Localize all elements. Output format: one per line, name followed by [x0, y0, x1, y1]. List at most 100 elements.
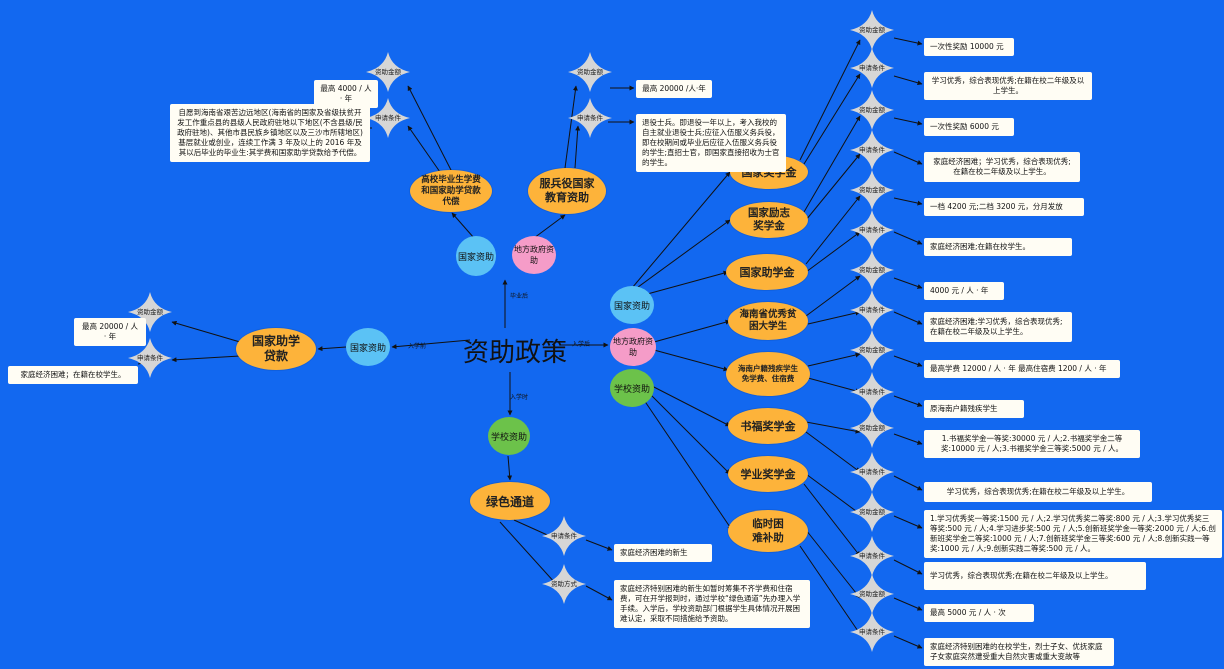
connector-24	[803, 115, 861, 213]
detail-shufu-condition: 学习优秀，综合表现优秀;在籍在校二年级及以上学生。	[924, 482, 1152, 502]
connector-14	[647, 391, 731, 475]
tag-shufu-amount-diamond: 资助金额	[850, 408, 894, 448]
detail-lizhi-amount: 一次性奖励 6000 元	[924, 118, 1014, 136]
connector-63	[585, 585, 613, 601]
tag-lvse-method-diamond: 资助方式	[542, 564, 586, 604]
category-difang-top: 地方政府资助	[512, 236, 556, 274]
detail-hainan-amount: 4000 元 / 人 · 年	[924, 282, 1004, 300]
edge-label-at-enroll: 入学时	[510, 394, 529, 401]
detail-canji-condition: 原海南户籍残疾学生	[924, 400, 1024, 418]
tag-lvse-condition-diamond: 申请条件	[542, 516, 586, 556]
tag-xueye-amount-diamond: 资助金额	[850, 492, 894, 532]
tag-jiangxue-amount-label: 资助金额	[859, 25, 885, 34]
tag-daikuan-amount-label: 资助金额	[137, 307, 163, 316]
connector-33	[805, 431, 861, 473]
tag-lizhi-condition-label: 申请条件	[859, 145, 885, 154]
detail-canji-amount: 最高学费 12000 / 人 · 年 最高住宿费 1200 / 人 · 年	[924, 360, 1120, 378]
connector-37	[799, 545, 861, 635]
connector-30	[807, 352, 861, 367]
detail-gaoxiao-condition: 自愿到海南省艰苦边远地区(海南省的国家及省级扶贫开发工作重点县的县级人民政府驻地…	[170, 104, 370, 162]
tag-jiangxue-amount-diamond: 资助金额	[850, 10, 894, 50]
detail-jiangxue-amount: 一次性奖励 10000 元	[924, 38, 1014, 56]
connector-31	[807, 377, 861, 394]
connector-52	[893, 277, 923, 289]
connector-22	[799, 39, 861, 161]
tag-linshi-condition-label: 申请条件	[859, 627, 885, 636]
connector-4	[451, 212, 475, 239]
tag-shufu-condition-diamond: 申请条件	[850, 452, 894, 492]
connector-60	[893, 597, 923, 611]
connector-11	[653, 319, 731, 343]
tag-linshi-amount-label: 资助金额	[859, 589, 885, 598]
detail-hainan-condition: 家庭经济困难;学习优秀，综合表现优秀;在籍在校二年级及以上学生。	[924, 312, 1072, 342]
connector-1	[391, 339, 471, 350]
tag-hainan-condition-diamond: 申请条件	[850, 290, 894, 330]
category-xuexiao-bottom: 学校资助	[488, 417, 530, 455]
edge-label-before-enroll: 入学前	[408, 343, 427, 350]
connector-25	[805, 153, 861, 221]
connector-46	[893, 37, 923, 46]
connector-53	[893, 311, 923, 325]
connector-18	[564, 85, 578, 169]
detail-zhuxue-amount: 一档 4200 元;二档 3200 元，分月发放	[924, 198, 1084, 216]
detail-lvse-method: 家庭经济特别困难的新生如暂时筹集不齐学费和住宿费，可在开学报到时，通过学校“绿色…	[614, 580, 810, 628]
connector-8	[631, 171, 731, 289]
program-zhuxue: 国家助学金	[726, 254, 808, 290]
tag-daikuan-amount-diamond: 资助金额	[128, 292, 172, 332]
tag-lvse-condition-label: 申请条件	[551, 531, 577, 540]
connector-5	[533, 214, 566, 239]
tag-canji-condition-diamond: 申请条件	[850, 372, 894, 412]
tag-shufu-condition-label: 申请条件	[859, 467, 885, 476]
tag-lizhi-amount-label: 资助金额	[859, 105, 885, 114]
tag-canji-amount-diamond: 资助金额	[850, 330, 894, 370]
detail-fubing-condition: 退役士兵。即退役一年以上，考入我校的自主就业退役士兵;应征入伍服义务兵役，即在校…	[636, 114, 786, 172]
detail-fubing-amount: 最高 20000 /人·年	[636, 80, 712, 98]
program-canji: 海南户籍残疾学生免学费、住宿费	[726, 352, 810, 396]
connector-49	[893, 151, 923, 165]
tag-gaoxiao-condition-label: 申请条件	[375, 113, 401, 122]
detail-linshi-amount: 最高 5000 元 / 人 · 次	[924, 604, 1034, 622]
tag-shufu-amount-label: 资助金额	[859, 423, 885, 432]
program-lizhi: 国家励志奖学金	[730, 202, 808, 238]
detail-shufu-amount: 1.书福奖学金一等奖:30000 元 / 人;2.书福奖学金二等奖:10000 …	[924, 430, 1140, 458]
tag-hainan-condition-label: 申请条件	[859, 305, 885, 314]
tag-jiangxue-condition-diamond: 申请条件	[850, 48, 894, 88]
center-topic: 资助政策	[462, 337, 567, 368]
tag-fubing-amount-label: 资助金额	[577, 67, 603, 76]
program-lvse: 绿色通道	[470, 482, 550, 520]
detail-daikuan-condition: 家庭经济困难；在籍在校学生。	[8, 366, 138, 384]
tag-lvse-method-label: 资助方式	[551, 579, 577, 588]
tag-linshi-amount-diamond: 资助金额	[850, 574, 894, 614]
connector-23	[803, 73, 861, 165]
tag-xueye-condition-label: 申请条件	[859, 551, 885, 560]
connector-28	[805, 275, 861, 317]
connector-34	[805, 473, 861, 515]
connector-35	[803, 483, 861, 557]
detail-lvse-condition: 家庭经济困难的新生	[614, 544, 712, 562]
category-difang-right: 地方政府资助	[610, 328, 656, 366]
tag-lizhi-condition-diamond: 申请条件	[850, 130, 894, 170]
tag-fubing-condition-diamond: 申请条件	[568, 98, 612, 138]
detail-lizhi-condition: 家庭经济困难；学习优秀，综合表现优秀;在籍在校二年级及以上学生。	[924, 152, 1080, 182]
connector-55	[893, 395, 923, 407]
detail-daikuan-amount: 最高 20000 / 人 · 年	[74, 318, 146, 346]
connector-17	[407, 125, 441, 173]
tag-zhuxue-amount-label: 资助金额	[859, 185, 885, 194]
detail-zhuxue-condition: 家庭经济困难;在籍在校学生。	[924, 238, 1072, 256]
tag-hainan-amount-diamond: 资助金额	[850, 250, 894, 290]
connector-9	[633, 219, 731, 291]
connector-32	[805, 421, 861, 434]
connector-26	[805, 195, 861, 265]
connector-7	[507, 455, 513, 481]
tag-hainan-amount-label: 资助金额	[859, 265, 885, 274]
connector-48	[893, 117, 923, 126]
category-guojia-left: 国家资助	[346, 328, 390, 366]
tag-fubing-condition-label: 申请条件	[577, 113, 603, 122]
connector-57	[893, 475, 923, 491]
connector-10	[639, 270, 729, 297]
detail-jiangxue-condition: 学习优秀，综合表现优秀;在籍在校二年级及以上学生。	[924, 72, 1092, 100]
tag-canji-condition-label: 申请条件	[859, 387, 885, 396]
program-hainan: 海南省优秀贫困大学生	[728, 302, 808, 340]
connector-21	[171, 355, 241, 363]
